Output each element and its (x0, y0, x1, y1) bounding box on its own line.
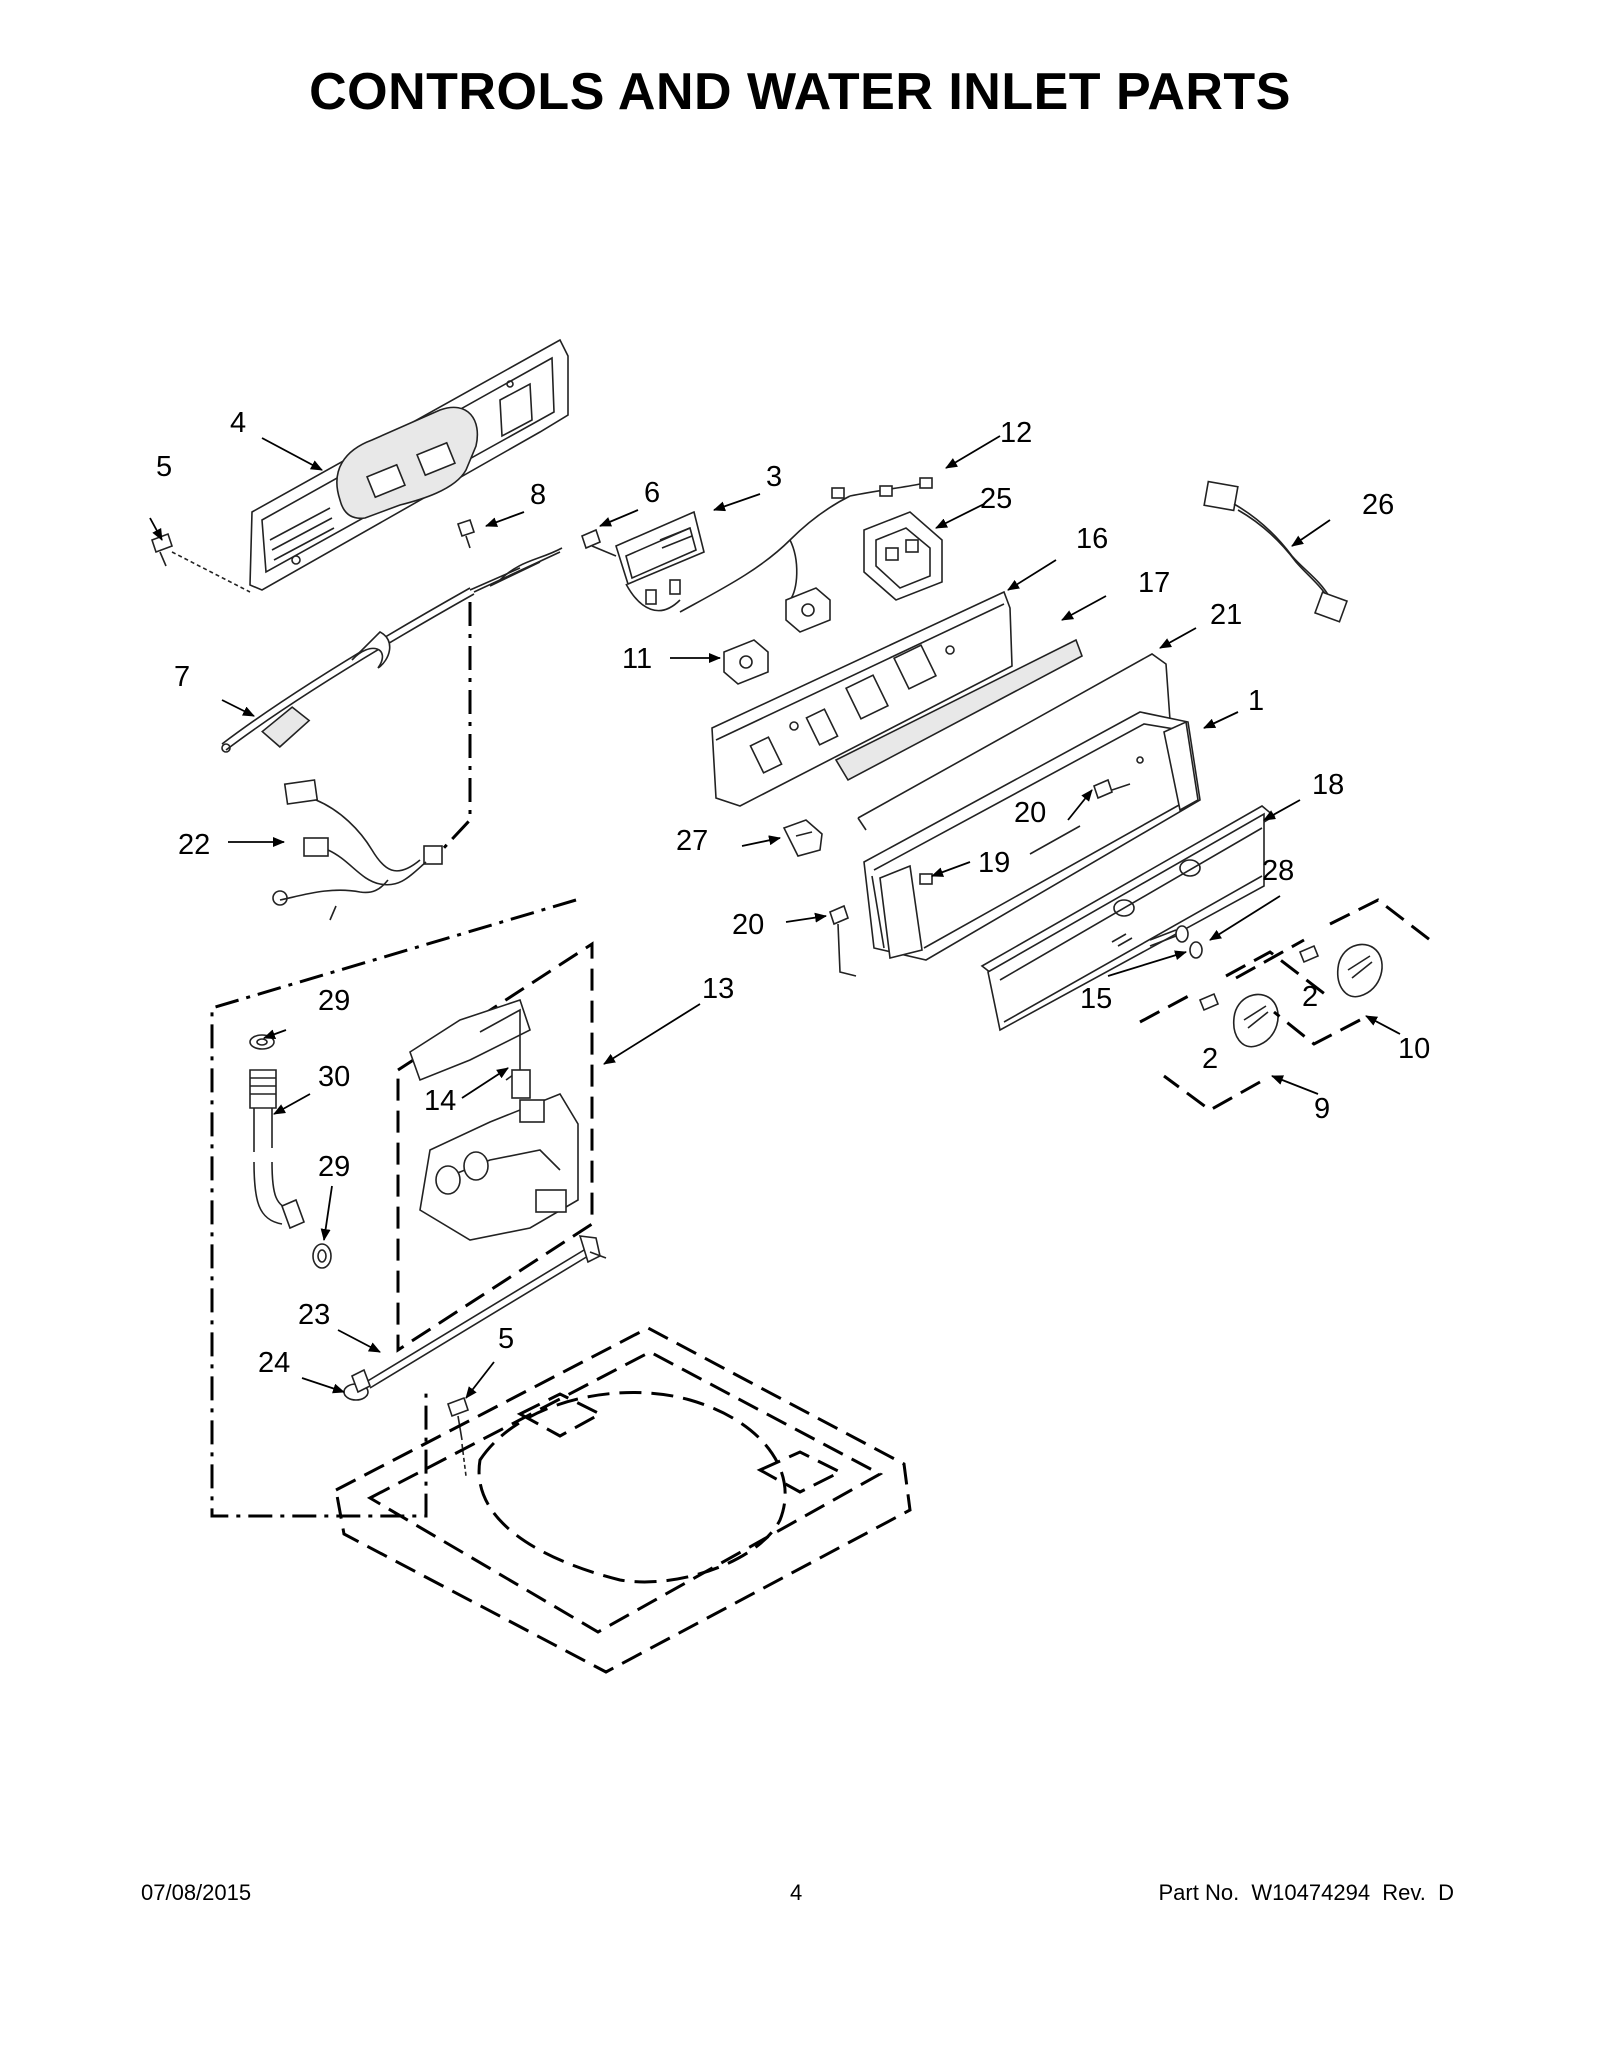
routing-line-harness (438, 602, 472, 854)
callout-28: 28 (1262, 855, 1294, 887)
footer-date: 07/08/2015 (141, 1880, 252, 1905)
part-30-inlet-hose (249, 1069, 306, 1230)
part-28-shaft (1149, 925, 1203, 959)
callout-6: 6 (644, 477, 660, 509)
part-7-8-wire-harness (221, 518, 563, 753)
callout-2: 2 (1202, 1043, 1218, 1075)
part-10-knob-upper (1298, 943, 1383, 998)
part-27-clip (782, 819, 823, 857)
callout-labels: 1 2 2 3 4 5 5 6 7 8 9 10 11 12 13 14 15 … (156, 407, 1430, 1379)
part-21-seal (857, 653, 1171, 831)
part-20-screw-lower (829, 904, 857, 977)
part-20-screw-upper (1093, 778, 1131, 800)
callout-30: 30 (318, 1061, 350, 1093)
callout-12: 12 (1000, 417, 1032, 449)
part-19-clip (919, 873, 933, 885)
callout-7: 7 (174, 661, 190, 693)
callout-4: 4 (230, 407, 246, 439)
callout-2: 2 (1302, 981, 1318, 1013)
callout-3: 3 (766, 461, 782, 493)
routing-line-inlet (210, 898, 577, 1518)
part-16-console-panel (711, 590, 1013, 807)
callout-8: 8 (530, 479, 546, 511)
part-1-console (863, 711, 1201, 961)
callout-5: 5 (156, 451, 172, 483)
leader-arrows (149, 435, 1401, 1399)
callout-23: 23 (298, 1299, 330, 1331)
part-26-harness (1203, 480, 1349, 623)
callout-16: 16 (1076, 523, 1108, 555)
callout-20: 20 (732, 909, 764, 941)
part-9-knob-lower (1198, 992, 1279, 1048)
callout-26: 26 (1362, 489, 1394, 521)
knob-group-bracket-lower (1139, 950, 1331, 1112)
callout-25: 25 (980, 483, 1012, 515)
part-17-trim-strip (834, 638, 1083, 782)
part-4-control-panel-rear (249, 338, 569, 591)
part-22-wire-harness (272, 779, 443, 921)
part-6-screw (581, 528, 617, 557)
callout-29: 29 (318, 985, 350, 1017)
callout-10: 10 (1398, 1033, 1430, 1065)
part-18-overlay (980, 805, 1276, 1032)
callout-11: 11 (622, 643, 652, 675)
footer-part-number: Part No. W10474294 Rev. D (1158, 1880, 1454, 1905)
callout-22: 22 (178, 829, 210, 861)
footer-page-number: 4 (790, 1880, 803, 1905)
part-12-harness (679, 477, 933, 613)
part-29-washer-upper (249, 1034, 275, 1050)
callout-13: 13 (702, 973, 734, 1005)
callout-21: 21 (1210, 599, 1242, 631)
callout-24: 24 (258, 1347, 290, 1379)
top-cover-frame (334, 1326, 912, 1674)
part-25-housing (863, 511, 943, 601)
callout-14: 14 (424, 1085, 456, 1117)
page-title: CONTROLS AND WATER INLET PARTS (309, 63, 1291, 121)
callout-18: 18 (1312, 769, 1344, 801)
callout-15: 15 (1080, 983, 1112, 1015)
part-14-valve-bracket (409, 998, 531, 1099)
part-13-dashed-box (396, 941, 594, 1353)
callout-17: 17 (1138, 567, 1170, 599)
callout-27: 27 (676, 825, 708, 857)
part-11-switches (723, 587, 831, 685)
callout-29: 29 (318, 1151, 350, 1183)
callout-1: 1 (1248, 685, 1264, 717)
part-23-tube (365, 1235, 607, 1389)
part-24-clamp (343, 1368, 372, 1401)
part-29-washer-lower (312, 1243, 332, 1269)
part-5-screw-top (150, 532, 251, 593)
knob-group-bracket-upper (1235, 898, 1431, 1046)
part-3-control-board (615, 510, 705, 612)
part-13-water-valve (419, 1093, 579, 1241)
callout-5: 5 (498, 1323, 514, 1355)
callout-19: 19 (978, 847, 1010, 879)
part-5-screw-lower (446, 1396, 470, 1477)
callout-9: 9 (1314, 1093, 1330, 1125)
callout-20: 20 (1014, 797, 1046, 829)
